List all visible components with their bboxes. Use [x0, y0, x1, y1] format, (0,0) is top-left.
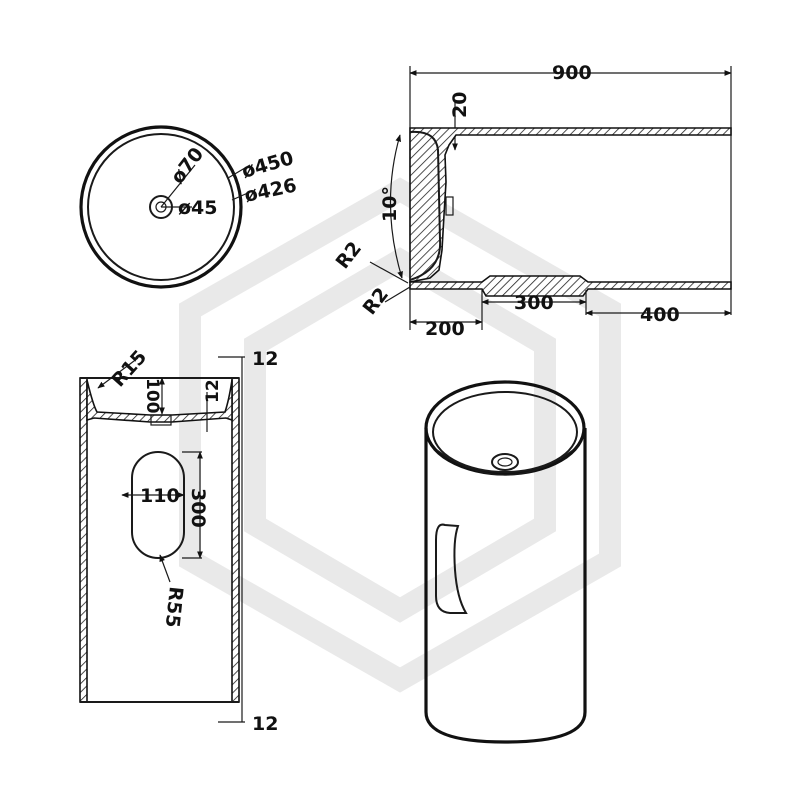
- dim-bowl-depth: 100: [142, 378, 162, 414]
- dim-radius-top: R2: [332, 238, 366, 273]
- side-right-wall: [231, 377, 240, 703]
- dim-slot-width: 110: [140, 485, 180, 507]
- dim-drain: ø45: [178, 197, 218, 219]
- perspective-rim: [424, 380, 586, 476]
- section-view: 900 20 10° R2 R2 200 300 400: [332, 62, 732, 340]
- dim-wall: 20: [449, 92, 471, 118]
- dim-mid: 300: [514, 292, 554, 314]
- side-slot: [131, 451, 185, 559]
- dim-base: 200: [425, 318, 465, 340]
- dim-slot-radius: R55: [161, 585, 187, 628]
- top-view: ø70 ø45 ø450 ø426: [79, 125, 299, 289]
- perspective-drain: [491, 453, 519, 471]
- dim-length: 900: [552, 62, 592, 84]
- dim-end: 400: [640, 304, 680, 326]
- side-left-wall: [79, 377, 88, 703]
- watermark-logo: [179, 177, 621, 693]
- dim-thickness-bottom: 12: [252, 713, 278, 735]
- dim-angle: 10°: [379, 186, 401, 222]
- inner-rim-circle: [87, 133, 235, 281]
- perspective-slot: [435, 523, 468, 614]
- dim-thickness-top: 12: [252, 348, 278, 370]
- perspective-view: [424, 380, 587, 744]
- section-top-wall: [409, 127, 732, 283]
- dim-slot-height: 300: [187, 488, 209, 528]
- dim-thickness-inner: 12: [203, 379, 223, 403]
- side-bowl: [86, 379, 233, 423]
- section-base: [409, 275, 732, 297]
- dim-bowl-drain: ø70: [167, 143, 209, 188]
- outer-rim-circle: [79, 125, 243, 289]
